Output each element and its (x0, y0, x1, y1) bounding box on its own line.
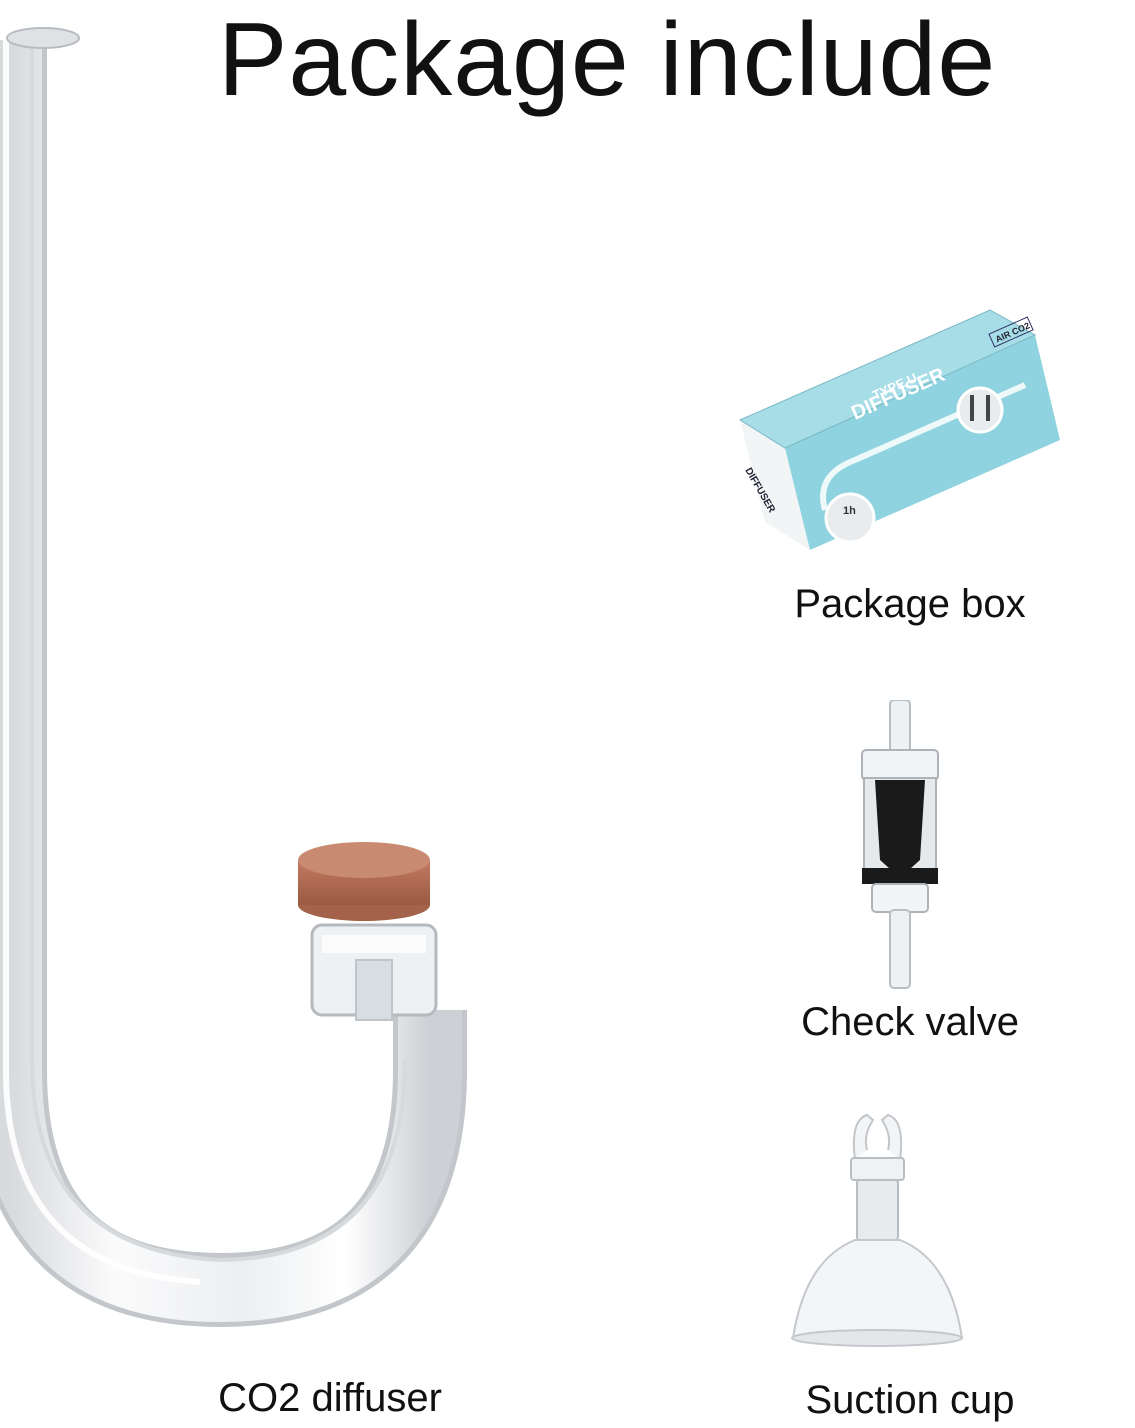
caption-package-box: Package box (794, 582, 1026, 626)
suction-cup-icon (791, 1113, 964, 1347)
package-box-icon: AIR CO2 TYPE U DIFFUSER DIFFUSER 1h (738, 309, 1060, 550)
box-soak: 1h (843, 505, 856, 517)
check-valve-icon (861, 700, 939, 989)
co2-diffuser-icon (0, 27, 467, 1328)
caption-check-valve: Check valve (801, 1000, 1019, 1044)
caption-suction-cup: Suction cup (805, 1378, 1015, 1422)
page-title: Package include (218, 2, 997, 118)
caption-co2-diffuser: CO2 diffuser (218, 1376, 442, 1420)
